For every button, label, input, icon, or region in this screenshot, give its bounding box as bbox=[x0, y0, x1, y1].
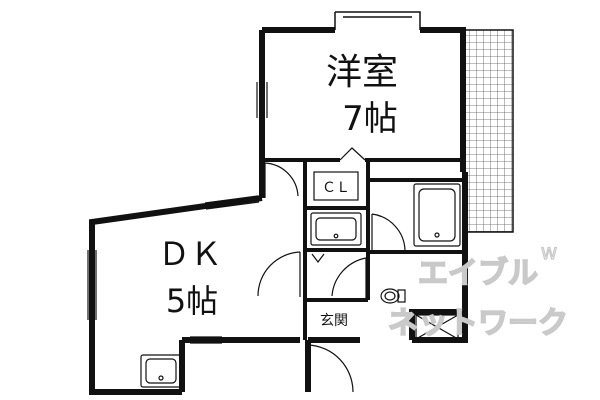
toilet bbox=[380, 288, 406, 304]
window-dk-left bbox=[87, 250, 97, 320]
doors bbox=[257, 147, 406, 393]
bathtub bbox=[413, 183, 461, 247]
watermark-line1: エイブル bbox=[418, 256, 538, 291]
washbasin bbox=[310, 212, 362, 246]
western-room-name: 洋室 bbox=[326, 52, 398, 93]
entrance-label: 玄関 bbox=[320, 312, 348, 329]
kitchen-sink bbox=[140, 354, 182, 388]
window-western-left bbox=[256, 82, 268, 118]
balcony bbox=[462, 29, 514, 233]
window-dk-top bbox=[204, 195, 260, 210]
window-dk-bottom bbox=[190, 336, 222, 344]
watermark-line2: ネットワーク bbox=[388, 306, 568, 341]
closet-label: ＣＬ bbox=[322, 180, 350, 196]
closet-box: ＣＬ bbox=[313, 171, 359, 201]
watermark: エイブル ネットワーク W bbox=[387, 243, 569, 341]
interior-walls bbox=[262, 158, 463, 340]
exterior-walls bbox=[89, 27, 468, 395]
dk-name: ＤＫ bbox=[158, 235, 222, 273]
storage-box bbox=[415, 314, 459, 340]
dk-size: 5帖 bbox=[166, 282, 218, 320]
window-top bbox=[334, 11, 421, 30]
watermark-corner: W bbox=[541, 244, 557, 263]
western-room-size: 7帖 bbox=[342, 99, 398, 139]
